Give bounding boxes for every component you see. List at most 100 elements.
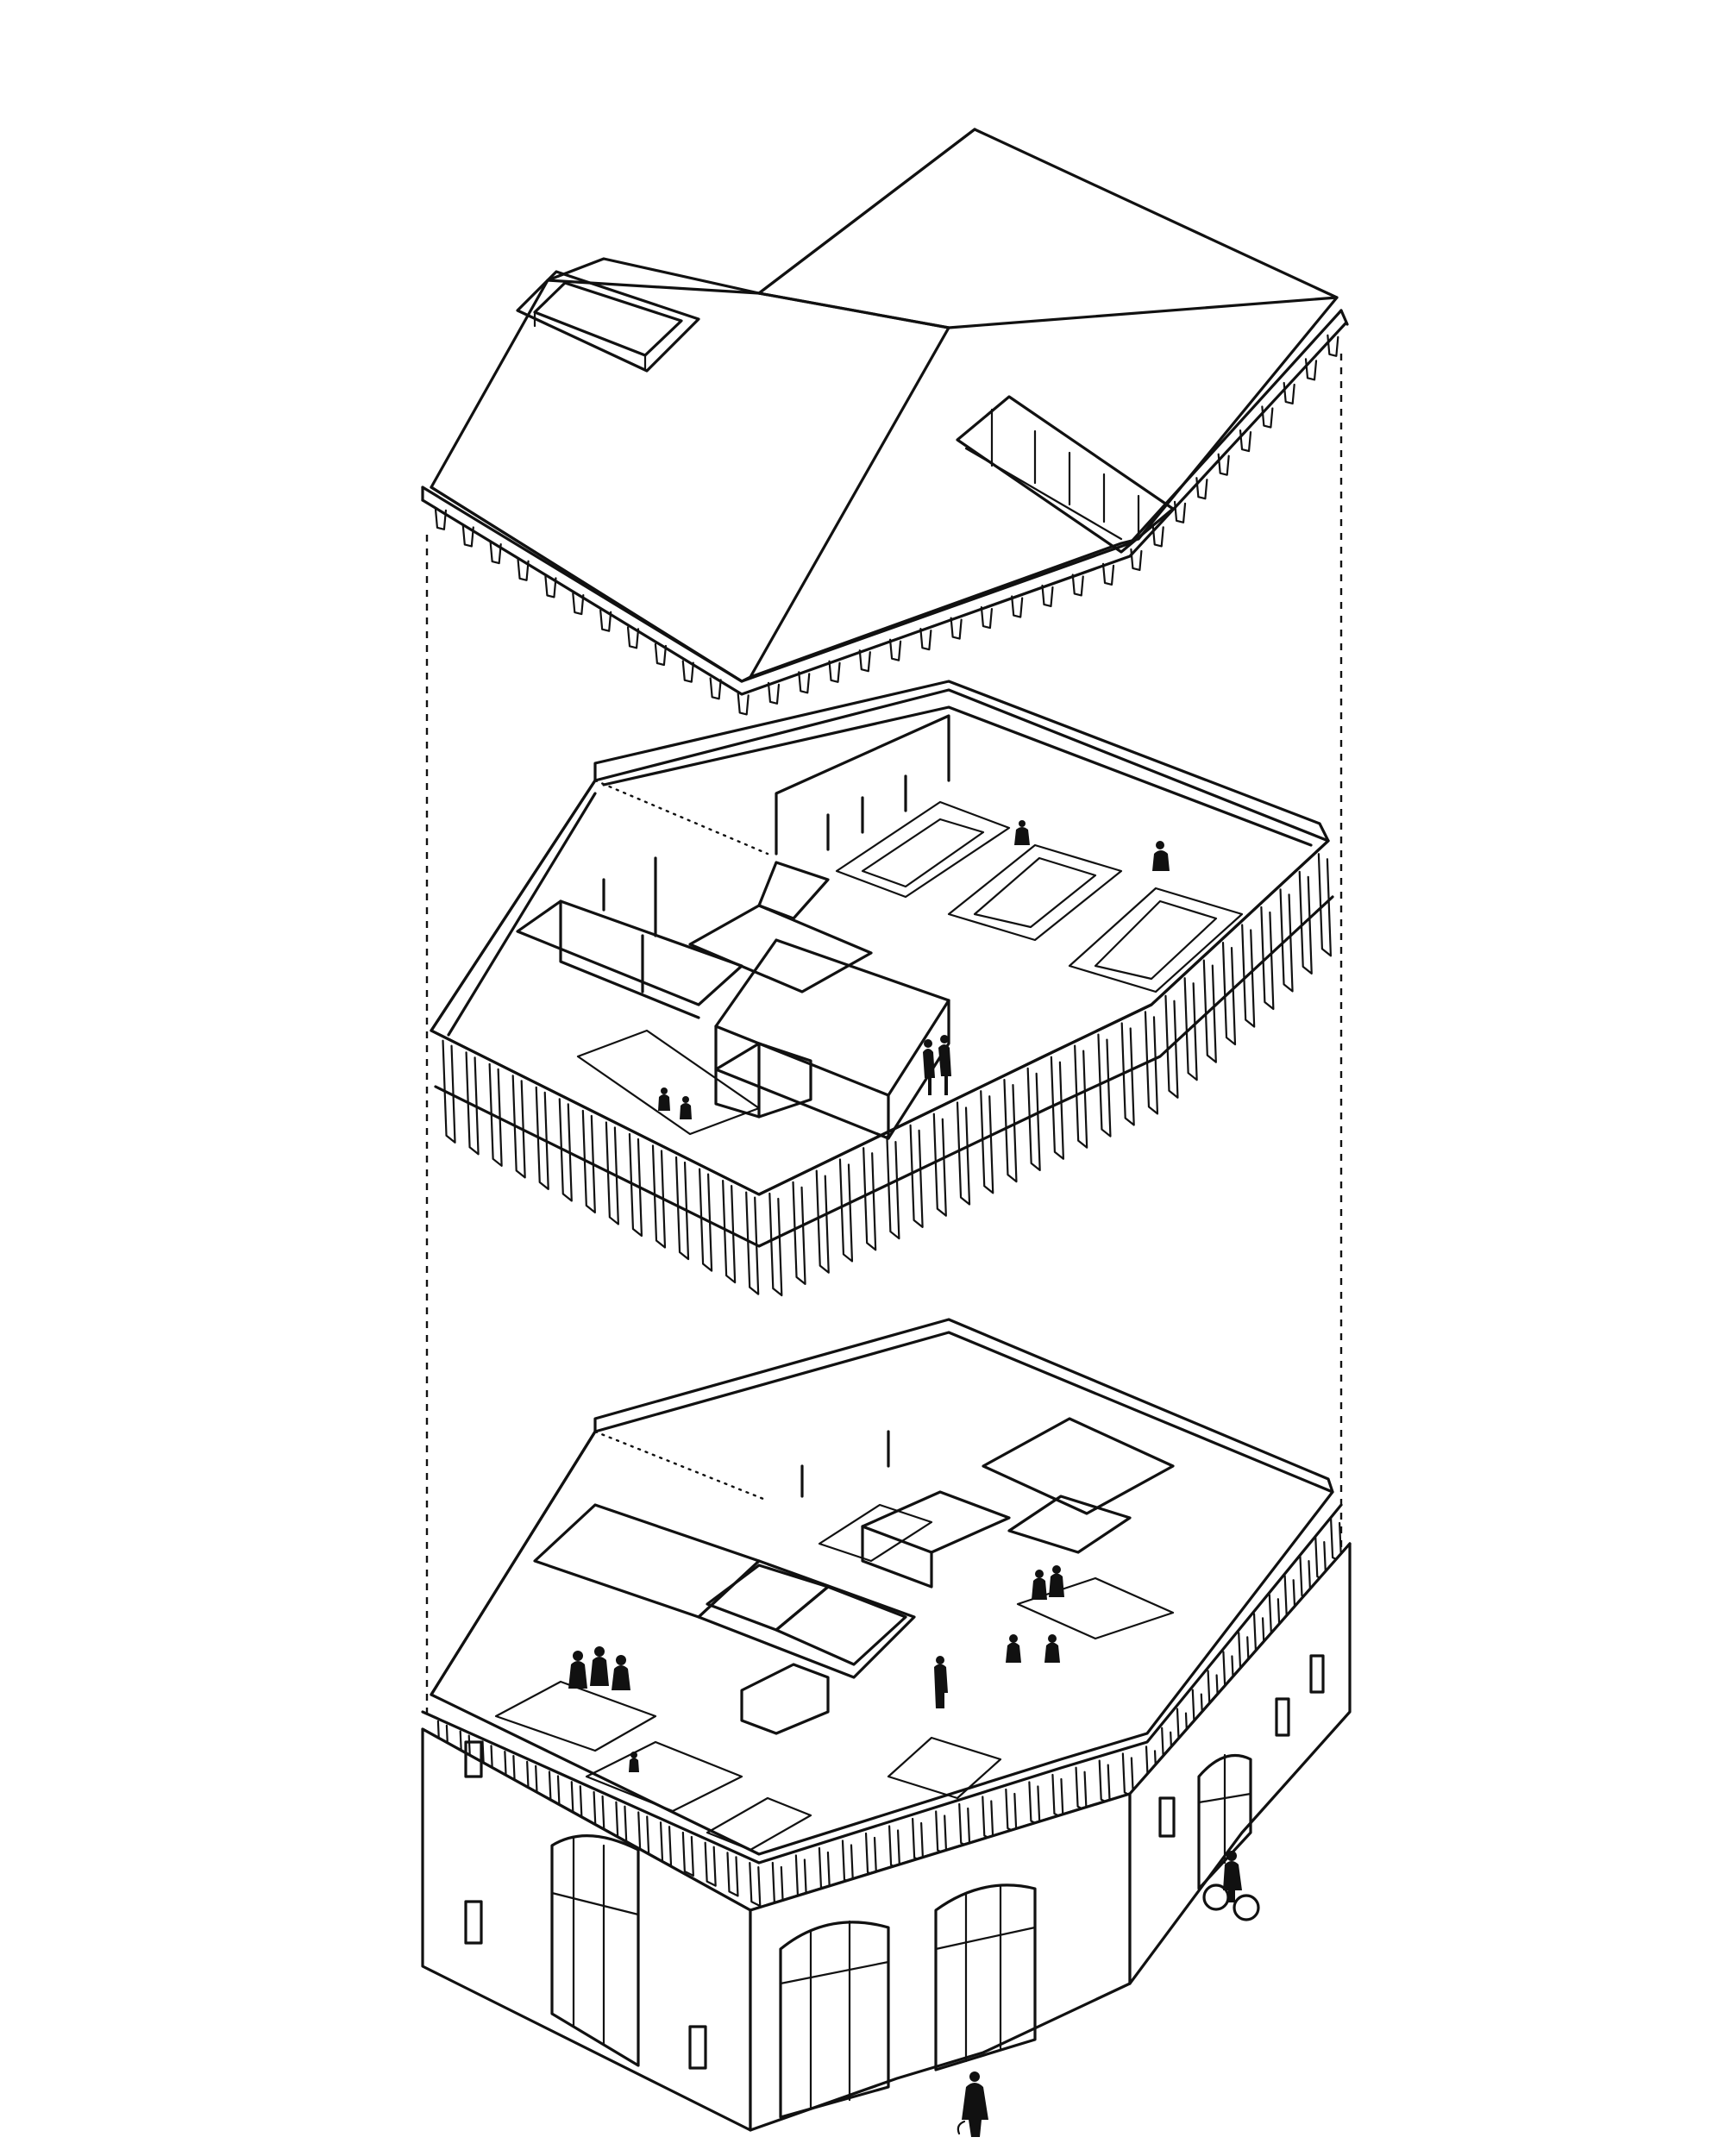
rafter-end	[681, 660, 694, 683]
rafter-end	[1101, 562, 1115, 586]
parapet-fin	[1005, 1788, 1018, 1834]
rafter-end	[1304, 358, 1318, 381]
fin	[1097, 1033, 1112, 1138]
rafter-end	[980, 605, 994, 630]
fin	[1260, 906, 1275, 1011]
upper-people	[658, 820, 1170, 1119]
table	[887, 1736, 1002, 1800]
rafter-end	[572, 592, 585, 616]
fin	[465, 1051, 480, 1156]
rafter-end	[709, 677, 722, 700]
rafter-end	[858, 649, 871, 673]
table	[818, 1503, 933, 1563]
window	[688, 2025, 707, 2070]
rafter-end	[950, 617, 963, 640]
parapet-fin	[704, 1841, 717, 1887]
fin	[674, 1156, 690, 1261]
upper-workroom	[576, 714, 1244, 1136]
rafter-end	[626, 626, 640, 649]
parapet-fin	[912, 1817, 925, 1864]
parapet-fin	[864, 1832, 878, 1878]
fin	[745, 1191, 760, 1295]
facade-front-wall	[749, 1792, 1132, 2132]
fin	[1221, 941, 1237, 1046]
upper-floor-slab	[430, 688, 1330, 1196]
fin	[1120, 1022, 1135, 1126]
fin	[862, 1147, 877, 1251]
fin	[886, 1135, 900, 1240]
parapet-fin	[958, 1802, 971, 1849]
fin	[442, 1039, 456, 1144]
rafter-end	[828, 660, 841, 683]
rafter-end	[888, 638, 902, 661]
street-people	[957, 1851, 1260, 2137]
arch-opening-left	[550, 1834, 640, 2067]
fin	[1202, 959, 1217, 1063]
cyclist	[1202, 1851, 1260, 1921]
pedestrian	[969, 2071, 980, 2082]
fin	[1074, 1044, 1088, 1149]
fin	[838, 1158, 854, 1263]
ground-tables	[494, 1503, 1175, 1852]
rafter-end	[434, 507, 448, 530]
fin	[651, 1144, 667, 1249]
rafter-end	[798, 671, 811, 694]
roof-hip-front	[749, 291, 950, 679]
conference-table	[835, 800, 1011, 899]
window	[1309, 1654, 1325, 1694]
fin	[792, 1181, 806, 1285]
table	[706, 1796, 812, 1852]
facade-right-wall	[1128, 1542, 1352, 1985]
fin	[815, 1169, 830, 1274]
parapet-fin	[749, 1862, 762, 1908]
fin	[722, 1179, 737, 1284]
fin	[1026, 1067, 1041, 1171]
ground-floor-layer	[421, 1318, 1352, 2137]
fin	[581, 1109, 596, 1214]
rafter-end	[919, 628, 932, 651]
rafter-end	[544, 575, 557, 599]
upper-rooms	[516, 856, 950, 1140]
fin	[768, 1192, 783, 1297]
rafter-end	[654, 642, 668, 667]
fin	[1298, 870, 1313, 975]
rafter-end	[1173, 500, 1187, 523]
roof-layer	[421, 128, 1349, 716]
rafter-end	[599, 609, 612, 632]
rafter-end	[1130, 548, 1143, 572]
parapet-fin	[726, 1852, 739, 1897]
parapet-fin	[681, 1831, 694, 1877]
ground-floor-slab	[430, 1331, 1334, 1856]
parapet-fin	[1098, 1759, 1111, 1805]
fin	[1164, 994, 1179, 1099]
rafter-end	[1239, 429, 1252, 453]
rafter-end	[1327, 334, 1339, 357]
parapet-fin	[659, 1821, 673, 1867]
rafter-end	[1217, 453, 1230, 476]
rafter-end	[489, 542, 502, 565]
parapet-fin	[1075, 1766, 1088, 1812]
parapet-fin	[935, 1810, 948, 1856]
long-table	[576, 1029, 761, 1136]
arch-opening-right	[1197, 1753, 1252, 1890]
window	[1158, 1796, 1176, 1838]
rafter-end	[1071, 573, 1084, 597]
facade	[421, 1542, 1352, 2132]
fin	[535, 1086, 549, 1190]
parapet-fin	[818, 1846, 831, 1893]
fin	[1241, 924, 1256, 1028]
ground-rooms	[533, 1417, 1175, 1735]
roof-left-plane	[430, 128, 1339, 683]
facade-left-wall	[421, 1727, 752, 2132]
fin	[605, 1121, 619, 1225]
table	[1016, 1576, 1175, 1640]
rafter-end	[1041, 584, 1054, 608]
fin	[980, 1090, 994, 1194]
window	[1275, 1697, 1290, 1737]
rafter-end	[1261, 405, 1274, 429]
fin	[1279, 888, 1294, 993]
fin	[909, 1124, 924, 1228]
arch-opening-front-2	[934, 1883, 1037, 2071]
